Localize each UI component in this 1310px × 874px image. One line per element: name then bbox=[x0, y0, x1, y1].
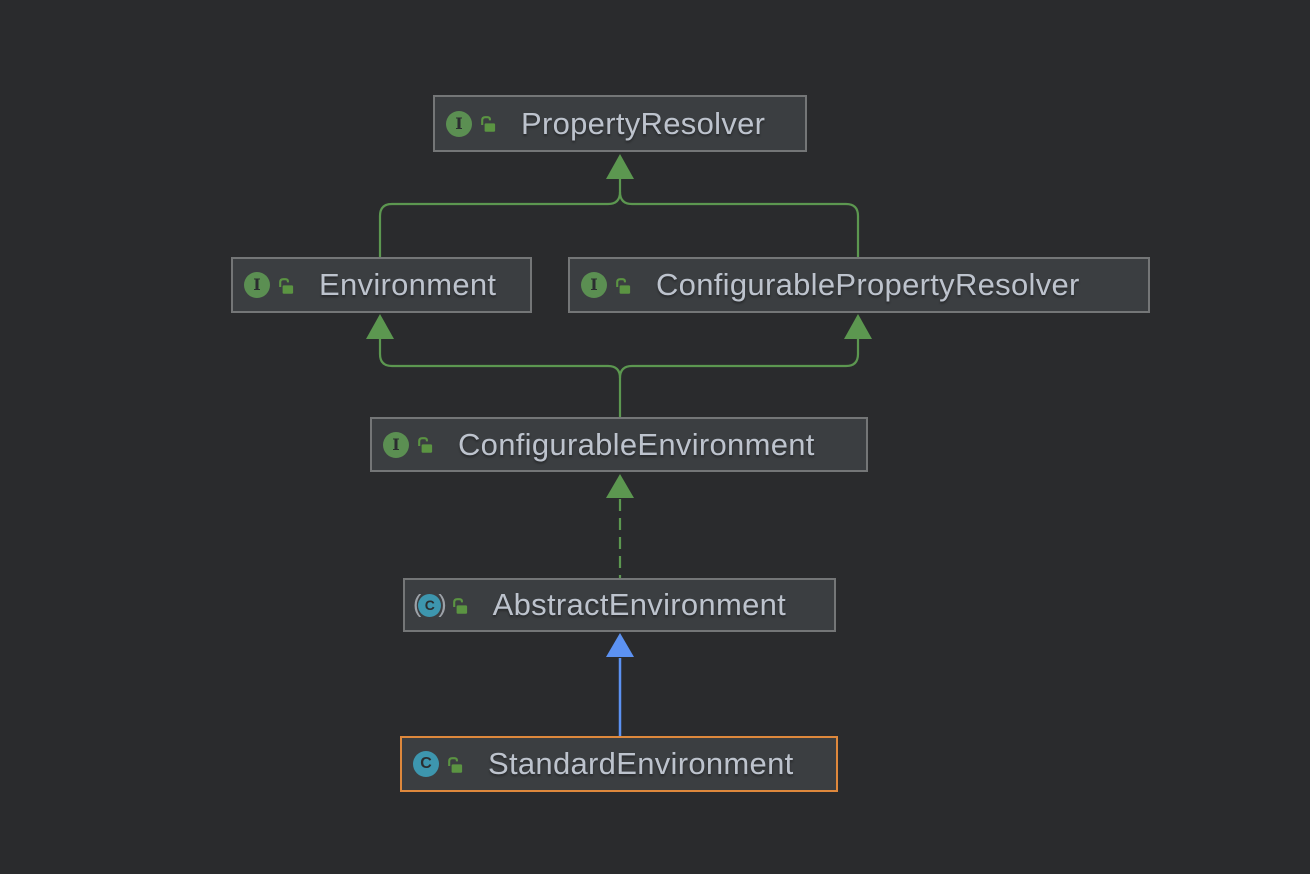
interface-circle: I bbox=[244, 272, 270, 298]
extends-arrowhead-propertyresolver bbox=[606, 154, 634, 179]
interface-circle: I bbox=[383, 431, 409, 458]
node-label: AbstractEnvironment bbox=[492, 587, 787, 622]
node-label: ConfigurableEnvironment bbox=[458, 426, 815, 462]
interface-icon: I bbox=[383, 431, 409, 458]
edge-configurableenvironment-extends-configurablepropertyresolver[interactable] bbox=[618, 338, 860, 379]
abstract-paren: ) bbox=[438, 589, 447, 618]
node-configurable-property-resolver[interactable]: I ConfigurablePropertyResolver bbox=[568, 257, 1150, 313]
implements-arrowhead-configurableenvironment bbox=[606, 474, 634, 498]
node-label: ConfigurablePropertyResolver bbox=[656, 267, 1080, 302]
interface-circle: I bbox=[581, 272, 607, 298]
extends-arrowhead-abstractenvironment bbox=[606, 633, 634, 657]
edge-configurablepropertyresolver-extends-propertyresolver[interactable] bbox=[618, 191, 860, 257]
extends-arrowhead-environment bbox=[366, 314, 394, 339]
node-abstract-environment[interactable]: (C) AbstractEnvironment bbox=[403, 578, 836, 632]
node-label: PropertyResolver bbox=[521, 105, 766, 141]
interface-circle: I bbox=[446, 110, 472, 137]
abstract-paren: ( bbox=[413, 589, 422, 618]
extends-arrowhead-configurablepropertyresolver bbox=[844, 314, 872, 339]
class-circle: C bbox=[413, 751, 439, 777]
edge-environment-extends-propertyresolver[interactable] bbox=[378, 179, 622, 257]
class-circle: C bbox=[418, 593, 442, 617]
node-standard-environment[interactable]: C StandardEnvironment bbox=[400, 736, 838, 792]
public-lock-icon bbox=[445, 755, 464, 774]
interface-icon: I bbox=[581, 272, 607, 298]
public-lock-icon bbox=[276, 276, 295, 295]
edge-configurableenvironment-extends-environment[interactable] bbox=[378, 338, 622, 417]
interface-icon: I bbox=[244, 272, 270, 298]
node-label: StandardEnvironment bbox=[488, 746, 794, 781]
node-property-resolver[interactable]: I PropertyResolver bbox=[433, 95, 807, 152]
public-lock-icon bbox=[613, 276, 632, 295]
abstract-class-icon: (C) bbox=[413, 589, 447, 618]
node-environment[interactable]: I Environment bbox=[231, 257, 532, 313]
node-label: Environment bbox=[319, 267, 497, 302]
public-lock-icon bbox=[415, 435, 434, 454]
public-lock-icon bbox=[450, 596, 469, 615]
public-lock-icon bbox=[478, 114, 497, 133]
node-configurable-environment[interactable]: I ConfigurableEnvironment bbox=[370, 417, 868, 472]
interface-icon: I bbox=[446, 110, 472, 137]
class-icon: C bbox=[413, 751, 439, 777]
